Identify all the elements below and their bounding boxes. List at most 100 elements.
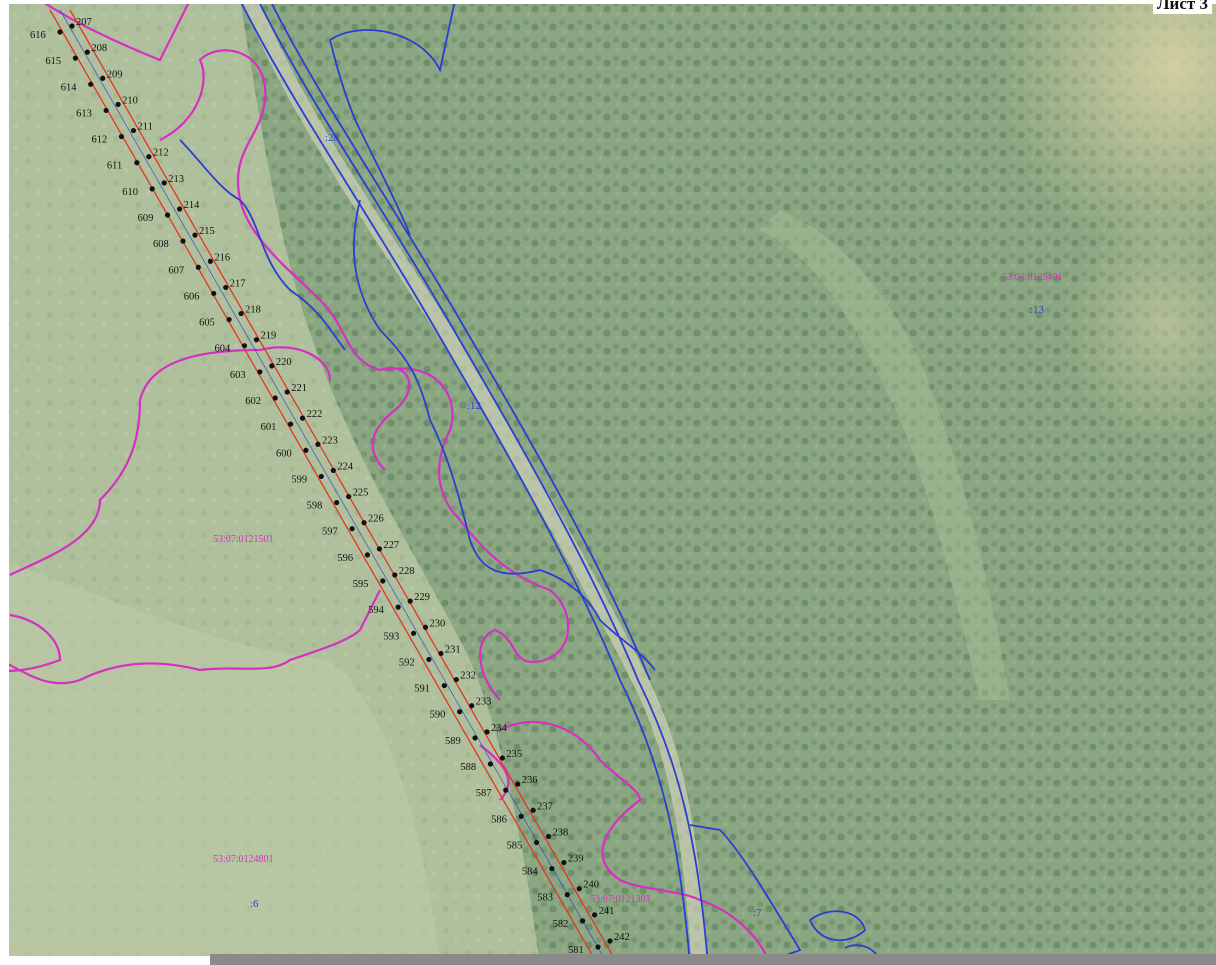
route-point-right [407, 598, 413, 604]
route-point-label: 215 [199, 226, 215, 237]
cadastral-block-label: 53:07:0121501 [213, 534, 274, 545]
route-point-label: 584 [522, 867, 539, 878]
route-point-left [580, 918, 586, 924]
route-point-right [438, 650, 444, 657]
route-point-right [515, 781, 521, 787]
route-point-right [376, 546, 383, 552]
route-point-right [130, 127, 137, 134]
route-point-right [299, 415, 306, 421]
magenta-boundaries [0, 0, 772, 965]
route-point-label: 208 [91, 43, 107, 54]
route-point-label: 232 [460, 671, 476, 682]
route-point-right [269, 363, 275, 369]
route-point-left [149, 186, 155, 192]
cadastral-block-label: 53:07:0125401 [1002, 272, 1063, 283]
route-point-left [303, 447, 309, 453]
route-point-label: 585 [507, 840, 523, 851]
bottom-scrollbar[interactable] [210, 954, 1216, 965]
route-point-left [272, 395, 278, 401]
route-point-label: 609 [138, 213, 154, 224]
route-point-label: 607 [168, 265, 184, 276]
route-point-label: 596 [337, 553, 353, 564]
route-point-label: 601 [261, 422, 277, 433]
route-point-right [576, 886, 582, 892]
route-point-left [487, 761, 493, 767]
route-point-left [195, 264, 201, 270]
route-point-label: 614 [61, 82, 78, 93]
route-point-right [192, 232, 198, 238]
route-point-left [364, 552, 371, 558]
plot-label: :6 [250, 898, 259, 910]
parcel-label: :28 [325, 132, 340, 144]
route-point-label: 226 [368, 514, 384, 525]
route-point-label: 216 [214, 252, 230, 263]
route-point-left [349, 526, 355, 532]
cadastral-block-label: 53:07:0121301 [590, 894, 651, 905]
route-point-label: 616 [30, 30, 46, 41]
route-point-label: 240 [583, 880, 599, 891]
route-point-label: 211 [137, 122, 152, 133]
route-point-label: 235 [506, 749, 522, 760]
left-margin [0, 0, 9, 965]
route-point-left [57, 29, 63, 35]
route-point-label: 224 [337, 461, 354, 472]
haze-right [800, 150, 1216, 650]
route-point-right [361, 520, 367, 526]
route-point-label: 590 [430, 710, 446, 721]
route-point-label: 611 [107, 161, 122, 172]
route-point-label: 228 [399, 566, 415, 577]
route-point-label: 212 [153, 148, 169, 159]
route-point-right [207, 258, 213, 264]
route-point-label: 608 [153, 239, 169, 250]
route-point-left [564, 892, 570, 898]
route-point-label: 610 [122, 187, 138, 198]
cadastral-block-label: 53:07:0124801 [213, 854, 274, 865]
route-point-right [146, 154, 152, 160]
route-point-label: 587 [476, 788, 492, 799]
route-labels: 6162076152086142096132106122116112126102… [30, 17, 630, 956]
route-point-label: 582 [553, 919, 569, 930]
route-point-label: 586 [491, 814, 507, 825]
route-point-left [533, 839, 540, 846]
route-point-label: 231 [445, 644, 461, 655]
route-point-label: 236 [522, 775, 538, 786]
route-point-left [503, 787, 509, 793]
route-point-label: 233 [476, 697, 492, 708]
route-point-left [257, 369, 263, 375]
route-point-label: 588 [460, 762, 476, 773]
route-point-label: 214 [184, 200, 201, 211]
route-point-left [380, 578, 386, 584]
route-point-left [549, 865, 555, 872]
route-point-right [177, 206, 183, 212]
route-point-left [180, 238, 186, 244]
route-point-label: 600 [276, 448, 292, 459]
route-point-label: 242 [614, 932, 630, 943]
route-point-left [410, 630, 417, 636]
route-point-right [115, 101, 121, 108]
route-point-label: 217 [230, 278, 246, 289]
route-point-left [426, 656, 432, 663]
route-point-left [472, 735, 478, 741]
route-point-right [284, 389, 290, 395]
route-point-right [69, 23, 75, 29]
route-point-right [422, 624, 429, 630]
route-point-label: 581 [568, 945, 584, 956]
route-point-right [469, 703, 475, 709]
route-point-label: 230 [430, 618, 446, 629]
route-point-left [211, 290, 217, 297]
route-point-right [161, 180, 167, 186]
route-point-label: 222 [307, 409, 323, 420]
route-point-right [499, 755, 505, 761]
route-point-left [318, 473, 324, 480]
route-point-label: 238 [553, 827, 569, 838]
route-point-right [315, 441, 321, 447]
route-point-label: 605 [199, 318, 215, 329]
route-point-right [84, 49, 90, 55]
parcel-label: :7 [753, 907, 762, 919]
route-point-label: 612 [91, 135, 107, 146]
route-point-right [223, 284, 229, 291]
blue-boundaries [179, 0, 881, 965]
route-point-left [134, 160, 140, 166]
route-point-label: 209 [107, 69, 123, 80]
